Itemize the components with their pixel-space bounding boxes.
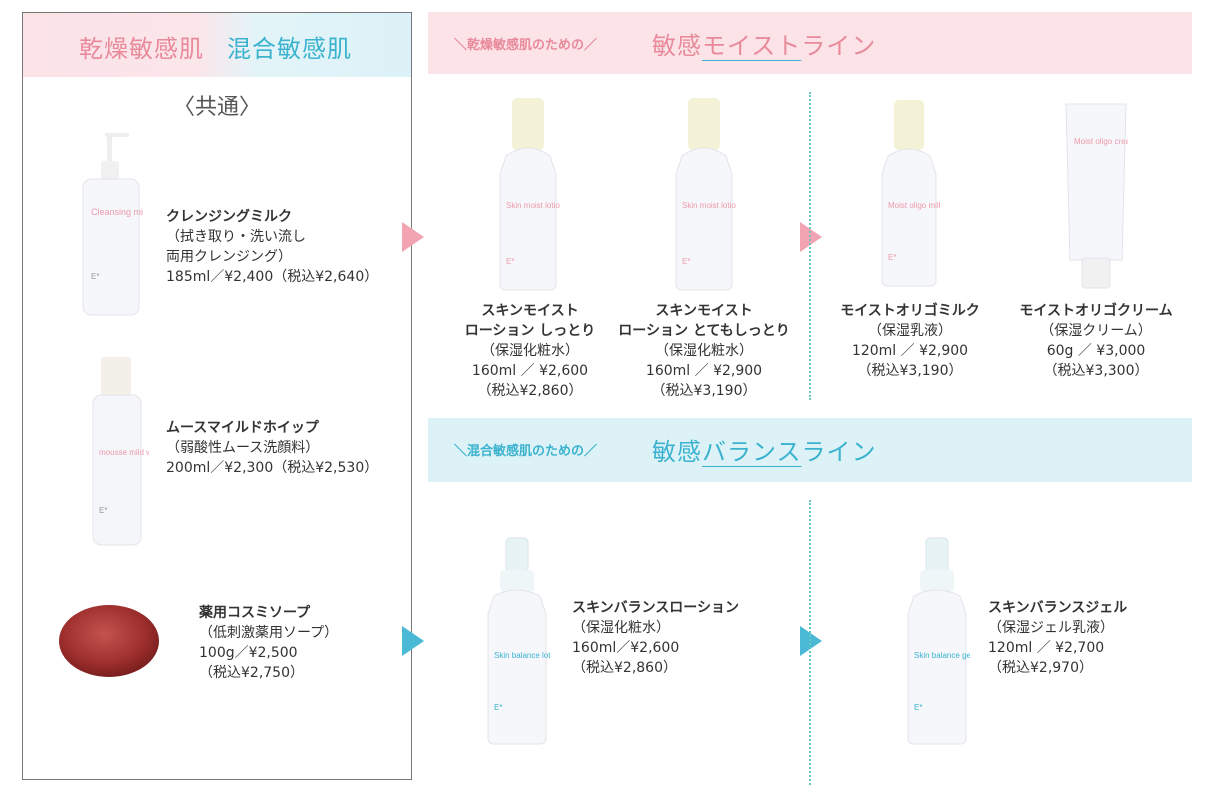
svg-text:E*: E* xyxy=(99,506,107,515)
svg-text:E*: E* xyxy=(888,253,896,262)
svg-text:Skin moist lotion: Skin moist lotion xyxy=(506,201,560,210)
svg-text:Moist oligo cream: Moist oligo cream xyxy=(1074,137,1128,146)
product-name: 薬用コスミソープ xyxy=(199,605,311,621)
divider xyxy=(809,92,811,400)
svg-text:E*: E* xyxy=(91,272,99,281)
mousse-label: mousse mild whip xyxy=(99,448,149,457)
common-panel: 乾燥敏感肌 混合敏感肌 〈共通〉 Cleansing milk E* クレンジン… xyxy=(22,12,412,780)
balance-line-sub: ＼混合敏感肌のための／ xyxy=(454,444,598,459)
skin-balance-lotion-info: スキンバランスローション （保湿化粧水） 160ml／¥2,600 （税込¥2,… xyxy=(572,600,740,676)
product-line: （拭き取り・洗い流し xyxy=(166,229,306,245)
product-price: 185ml／¥2,400（税込¥2,640） xyxy=(166,269,379,285)
skin-moist-lotion-very-image: Skin moist lotion E* xyxy=(672,96,736,292)
arrow-right-icon xyxy=(800,626,822,656)
common-panel-header: 乾燥敏感肌 混合敏感肌 xyxy=(23,13,411,77)
product-line: （低刺激薬用ソープ） xyxy=(199,625,339,641)
product-name: クレンジングミルク xyxy=(166,209,292,225)
product-name: ムースマイルドホイップ xyxy=(166,420,319,436)
svg-text:Skin moist lotion: Skin moist lotion xyxy=(682,201,736,210)
svg-text:E*: E* xyxy=(682,257,690,266)
skin-balance-gel-image: Skin balance gel E* xyxy=(904,534,970,746)
mousse-mild-whip-image: mousse mild whip E* xyxy=(87,353,149,553)
mousse-mild-whip-info: ムースマイルドホイップ （弱酸性ムース洗顔料） 200ml／¥2,300（税込¥… xyxy=(166,418,378,478)
moist-oligo-cream-image: Moist oligo cream xyxy=(1064,100,1128,290)
moist-oligo-cream-info: モイストオリゴクリーム （保湿クリーム） 60g ／ ¥3,000 （税込¥3,… xyxy=(1019,303,1173,379)
svg-text:E*: E* xyxy=(506,257,514,266)
svg-text:E*: E* xyxy=(494,703,502,712)
skin-moist-lotion-moist-info: スキンモイスト ローション しっとり （保湿化粧水） 160ml ／ ¥2,60… xyxy=(464,303,596,399)
balance-line-header: ＼混合敏感肌のための／ 敏感バランスライン xyxy=(428,418,1192,482)
skin-balance-gel-info: スキンバランスジェル （保湿ジェル乳液） 120ml ／ ¥2,700 （税込¥… xyxy=(988,600,1128,676)
divider xyxy=(809,500,811,785)
title-dry-sensitive: 乾燥敏感肌 xyxy=(79,35,204,63)
skin-balance-lotion-image: Skin balance lotion E* xyxy=(484,534,550,746)
cleansing-milk-image: Cleansing milk E* xyxy=(79,129,143,319)
skin-moist-lotion-image: Skin moist lotion E* xyxy=(496,96,560,292)
moist-line-title: 敏感モイストライン xyxy=(652,32,877,60)
arrow-right-icon xyxy=(800,222,822,252)
svg-text:Skin balance gel: Skin balance gel xyxy=(914,651,970,660)
skin-moist-lotion-very-moist-info: スキンモイスト ローション とてもしっとり （保湿化粧水） 160ml ／ ¥2… xyxy=(618,303,790,399)
product-line: 両用クレンジング） xyxy=(166,249,292,265)
cosmi-soap-info: 薬用コスミソープ （低刺激薬用ソープ） 100g／¥2,500 （税込¥2,75… xyxy=(199,603,338,683)
product-line: （弱酸性ムース洗顔料） xyxy=(166,440,320,456)
svg-text:Moist oligo milk: Moist oligo milk xyxy=(888,201,940,210)
cleansing-milk-info: クレンジングミルク （拭き取り・洗い流し 両用クレンジング） 185ml／¥2,… xyxy=(166,207,378,287)
moist-oligo-milk-image: Moist oligo milk E* xyxy=(878,98,940,288)
product-price: 200ml／¥2,300（税込¥2,530） xyxy=(166,460,379,476)
cosmi-soap-image xyxy=(57,601,161,681)
title-mixed-sensitive: 混合敏感肌 xyxy=(227,35,352,63)
moist-oligo-milk-info: モイストオリゴミルク （保湿乳液） 120ml ／ ¥2,900 （税込¥3,1… xyxy=(840,303,980,379)
product-price: （税込¥2,750） xyxy=(199,665,304,681)
arrow-right-icon xyxy=(402,626,424,656)
svg-text:Skin balance lotion: Skin balance lotion xyxy=(494,651,550,660)
cleansing-milk-label: Cleansing milk xyxy=(91,207,143,217)
moist-line-header: ＼乾燥敏感肌のための／ 敏感モイストライン xyxy=(428,12,1192,74)
svg-text:E*: E* xyxy=(914,703,922,712)
arrow-right-icon xyxy=(402,222,424,252)
moist-line-sub: ＼乾燥敏感肌のための／ xyxy=(454,38,598,53)
common-label: 〈共通〉 xyxy=(173,95,262,120)
product-price: 100g／¥2,500 xyxy=(199,645,298,661)
balance-line-title: 敏感バランスライン xyxy=(652,438,877,466)
